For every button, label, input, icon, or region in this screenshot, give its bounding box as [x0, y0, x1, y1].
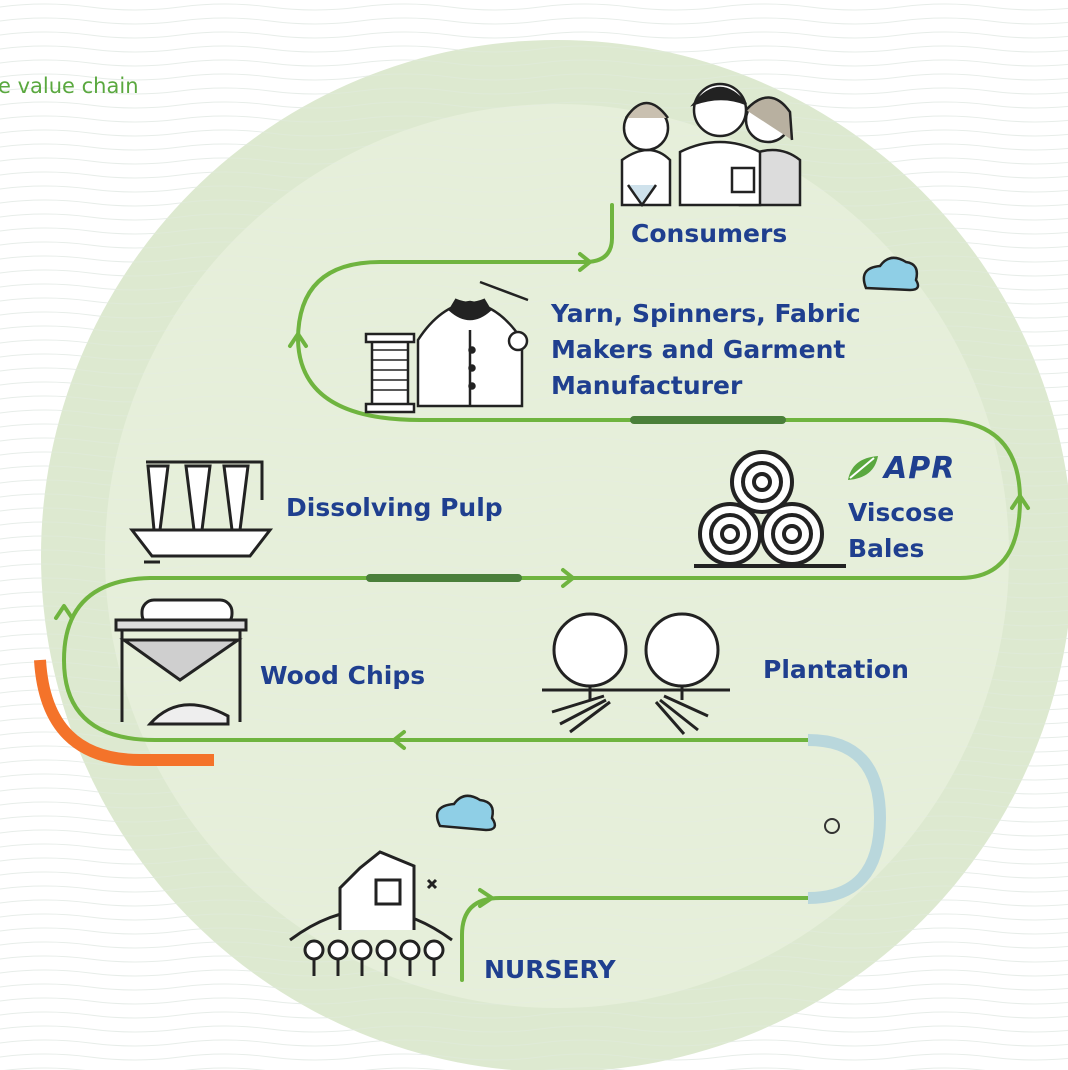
label-garment-line-1: Yarn, Spinners, Fabric: [551, 299, 861, 328]
nursery-farm-icon: [289, 850, 453, 976]
cloud-icon: [435, 794, 497, 832]
loop-marker: [824, 818, 840, 834]
wood-chipper-icon: [114, 598, 248, 726]
arrow-icon: [561, 568, 575, 588]
label-garment-line-3: Manufacturer: [551, 371, 743, 400]
cloud-icon: [862, 256, 920, 292]
label-plantation: Plantation: [763, 655, 909, 684]
arrow-icon: [392, 730, 406, 750]
loop-arc: [807, 734, 887, 904]
viscose-bales-icon: [694, 450, 846, 568]
arrow-icon: [54, 604, 74, 620]
label-viscose-line-1: Viscose: [848, 498, 955, 527]
label-dissolving-pulp: Dissolving Pulp: [286, 493, 503, 522]
garment-icon: [364, 280, 529, 414]
arrow-icon: [478, 888, 494, 908]
arrow-icon: [1010, 494, 1030, 510]
arrow-icon: [288, 332, 308, 348]
apr-leaf-icon: [848, 456, 878, 480]
pulp-mill-icon: [128, 460, 274, 564]
label-nursery: NURSERY: [484, 955, 616, 984]
accent-arc: [34, 659, 214, 766]
plantation-trees-icon: [542, 612, 730, 735]
apr-logo: APR: [846, 450, 955, 486]
label-wood-chips: Wood Chips: [260, 661, 426, 690]
label-garment-line-2: Makers and Garment: [551, 335, 846, 364]
flow-path: [61, 203, 1023, 982]
label-viscose-line-2: Bales: [848, 534, 925, 563]
label-consumers: Consumers: [631, 219, 788, 248]
apr-logo-text: APR: [884, 450, 956, 486]
consumers-icon: [620, 82, 802, 208]
header-title: e value chain: [0, 74, 139, 98]
arrow-icon: [578, 252, 592, 272]
